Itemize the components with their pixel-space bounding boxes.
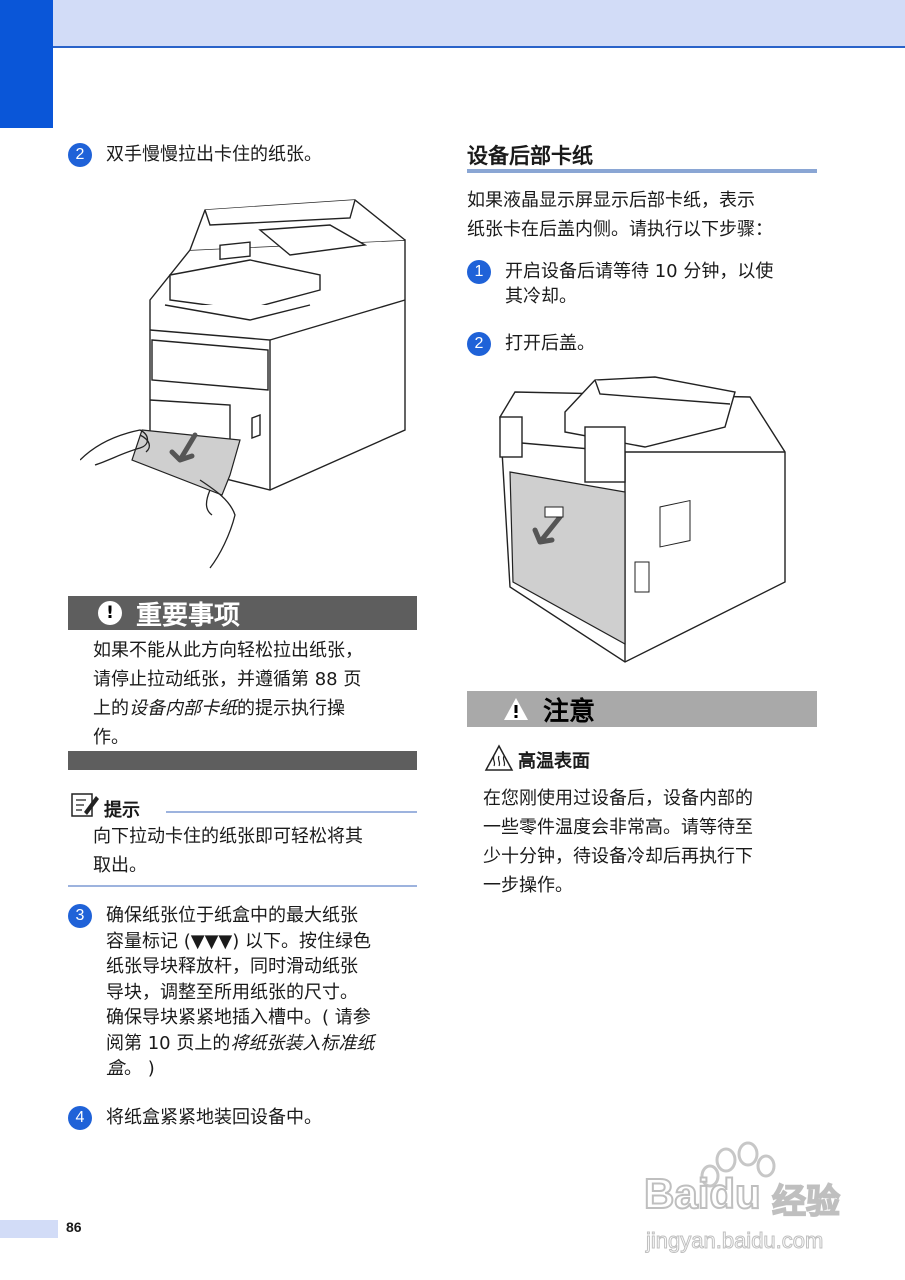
text-line: 请停止拉动纸张，并遵循第 88 页 (93, 669, 362, 690)
text-span: 。 ) (124, 1058, 155, 1079)
caution-banner: 注意 (467, 691, 817, 727)
hot-surface-icon (484, 744, 514, 771)
lcd-message: 后部卡纸 (629, 190, 701, 211)
step-text: 开启设备后请等待 10 分钟，以使 其冷却。 (505, 259, 773, 309)
printer-front-illustration (80, 199, 406, 569)
note-pencil-icon (71, 793, 99, 817)
exclamation-icon: ! (98, 601, 122, 625)
step-text: 将纸盒紧紧地装回设备中。 (106, 1107, 322, 1128)
text-line: 纸张卡在后盖内侧。请执行以下步骤： (467, 219, 773, 240)
step-text: 确保纸张位于纸盒中的最大纸张 容量标记 (▼▼▼) 以下。按住绿色 纸张导块释放… (106, 903, 374, 1082)
step-4-left: 4 将纸盒紧紧地装回设备中。 (68, 1105, 322, 1130)
section-title: 设备后部卡纸 (467, 144, 593, 168)
text-line: 如果不能从此方向轻松拉出纸张， (93, 640, 363, 661)
warning-triangle-icon (504, 698, 528, 720)
step-2-left: 2 双手慢慢拉出卡住的纸张。 (68, 142, 322, 167)
note-title: 提示 (104, 800, 140, 821)
text-line: 开启设备后请等待 10 分钟，以使 (505, 261, 774, 282)
note-body: 向下拉动卡住的纸张即可轻松将其 取出。 (93, 822, 363, 880)
text-span: 阅第 10 页上的 (106, 1032, 231, 1054)
text-line: 在您刚使用过设备后，设备内部的 (483, 788, 753, 809)
step-number: 2 (68, 143, 92, 167)
step-3-left: 3 确保纸张位于纸盒中的最大纸张 容量标记 (▼▼▼) 以下。按住绿色 纸张导块… (68, 903, 374, 1082)
text-span: ，表示 (701, 190, 755, 211)
section-title-underline (467, 169, 817, 173)
text-line: 阅第 10 页上的将纸张装入标准纸 (106, 1031, 374, 1057)
watermark-url: jingyan.baidu.com (645, 1228, 824, 1254)
important-title: 重要事项 (136, 600, 241, 631)
text-line: 一些零件温度会非常高。请等待至 (483, 817, 753, 838)
page-number: 86 (66, 1219, 82, 1235)
baidu-watermark: Baidu 经验 jingyan.baidu.com (640, 1140, 860, 1270)
header-band (0, 0, 905, 48)
step-text: 打开后盖。 (505, 333, 595, 354)
text-line: 其冷却。 (505, 286, 577, 307)
important-banner: ! 重要事项 (68, 596, 417, 631)
watermark-cn: 经验 (771, 1181, 841, 1223)
text-line: 取出。 (93, 855, 147, 876)
text-span: 上的 (93, 698, 129, 719)
intro-text: 如果液晶显示屏显示后部卡纸，表示 纸张卡在后盖内侧。请执行以下步骤： (467, 186, 773, 244)
step-text: 双手慢慢拉出卡住的纸张。 (106, 144, 322, 165)
step-number: 1 (467, 260, 491, 284)
caution-body: 在您刚使用过设备后，设备内部的 一些零件温度会非常高。请等待至 少十分钟，待设备… (483, 784, 753, 900)
text-line: 导块，调整至所用纸张的尺寸。 (106, 981, 358, 1003)
cross-reference-link[interactable]: 将纸张装入标准纸 (230, 1032, 375, 1054)
text-span: du (708, 1169, 761, 1218)
text-line: 盒。 ) (106, 1056, 374, 1082)
text-span: 如果液晶显示屏显示 (467, 190, 629, 211)
step-number: 4 (68, 1106, 92, 1130)
text-line: 一步操作。 (483, 875, 573, 896)
page-number-bar (0, 1220, 58, 1238)
baidu-paw-logo-icon (700, 1141, 776, 1188)
text-line: 作。 (93, 727, 129, 748)
chapter-tab (0, 0, 53, 128)
text-span: Bai (643, 1169, 710, 1218)
cross-reference-link[interactable]: 盒 (106, 1058, 124, 1079)
note-rule-bottom (68, 885, 417, 887)
text-line: 如果液晶显示屏显示后部卡纸，表示 (467, 186, 773, 215)
step-number: 3 (68, 904, 92, 928)
text-line: 纸张导块释放杆，同时滑动纸张 (106, 956, 358, 977)
cross-reference-link[interactable]: 设备内部卡纸 (129, 698, 237, 719)
caution-subtitle: 高温表面 (518, 751, 590, 772)
printer-rear-illustration (499, 376, 786, 663)
important-banner-footer (68, 751, 417, 770)
step-2-right: 2 打开后盖。 (467, 331, 595, 356)
text-line: 确保纸张位于纸盒中的最大纸张 (106, 905, 358, 926)
note-rule-top (166, 811, 417, 813)
text-line: 容量标记 (▼▼▼) 以下。按住绿色 (106, 930, 372, 952)
caution-title: 注意 (543, 696, 596, 727)
watermark-brand: Baidu (643, 1169, 762, 1218)
text-line: 少十分钟，待设备冷却后再执行下 (483, 846, 753, 867)
text-line: 确保导块紧紧地插入槽中。( 请参 (106, 1007, 371, 1028)
important-body: 如果不能从此方向轻松拉出纸张， 请停止拉动纸张，并遵循第 88 页 上的设备内部… (93, 636, 363, 752)
text-line: 上的设备内部卡纸的提示执行操 (93, 694, 363, 723)
text-span: 的提示执行操 (237, 698, 345, 719)
step-number: 2 (467, 332, 491, 356)
step-1-right: 1 开启设备后请等待 10 分钟，以使 其冷却。 (467, 259, 773, 309)
text-line: 向下拉动卡住的纸张即可轻松将其 (93, 826, 363, 847)
